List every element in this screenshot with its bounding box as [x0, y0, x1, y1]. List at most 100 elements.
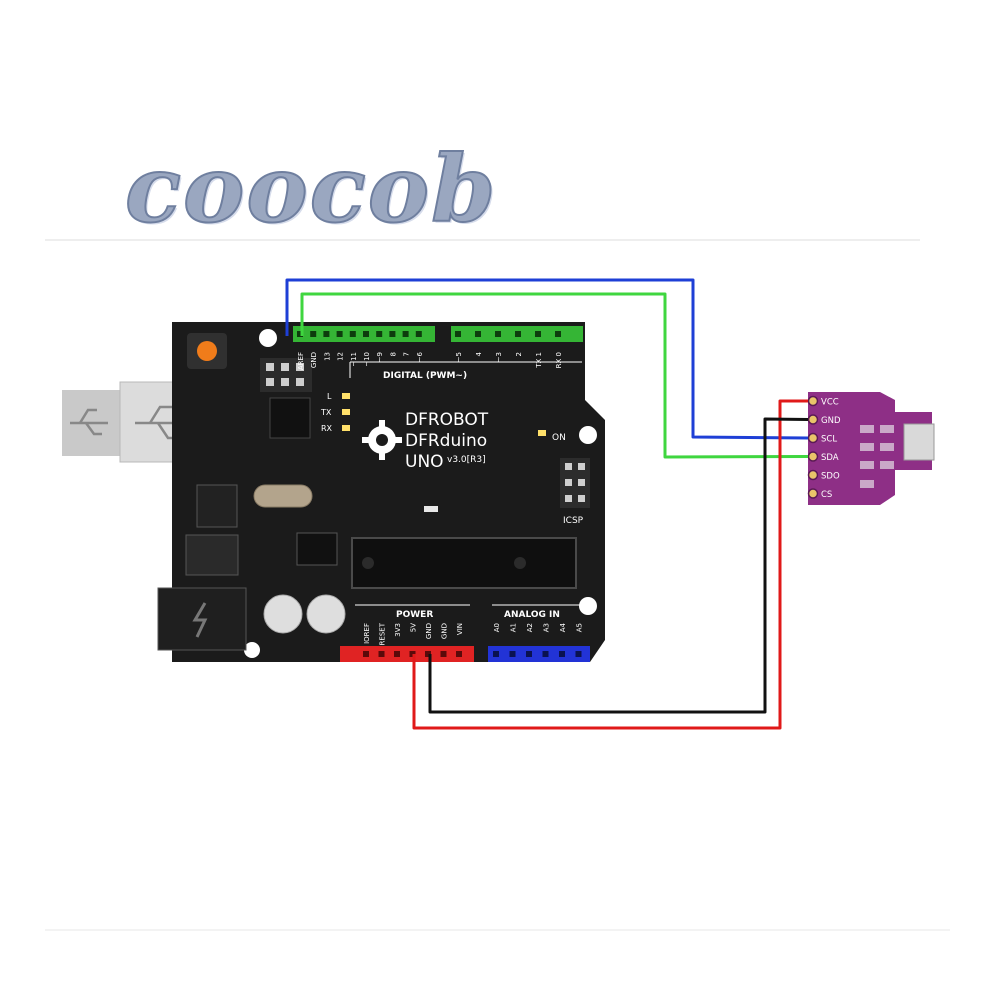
digital-pin	[349, 331, 356, 337]
digital-pin	[455, 331, 461, 337]
power-pin	[425, 651, 431, 657]
analog-pin-label: A1	[510, 623, 518, 632]
arduino-board	[157, 322, 605, 662]
digital-pin-label: ~6	[416, 351, 424, 362]
sensor-pin	[807, 469, 819, 481]
power-pin	[363, 651, 369, 657]
analog-pin-label: A4	[559, 622, 567, 632]
sensor-pin-label: SCL	[821, 435, 837, 445]
digital-pin-label: 4	[475, 351, 483, 356]
regulator	[185, 534, 239, 576]
digital-pin-label: 2	[515, 352, 523, 356]
analog-pin	[542, 651, 549, 657]
digital-pin-label: ~5	[455, 352, 463, 362]
mounting-hole	[579, 426, 597, 444]
sensor-pin	[807, 488, 819, 499]
digital-pin	[336, 331, 343, 337]
board-version: v3.0[R3]	[447, 455, 486, 465]
digital-pin	[402, 331, 409, 337]
capacitor	[306, 594, 346, 634]
digital-pin	[415, 331, 422, 337]
led-label-tx: TX	[320, 408, 332, 417]
icsp-label: ICSP	[563, 516, 584, 526]
digital-pin-label: GND	[310, 352, 318, 368]
board-brand: DFROBOT	[405, 410, 489, 430]
power-pin-label: RESET	[379, 622, 387, 645]
sensor-pin-label: CS	[821, 490, 832, 500]
digital-header-title: DIGITAL (PWM~)	[383, 371, 467, 381]
digital-pin-label: ~10	[363, 352, 371, 367]
sensor-pin-label: SDO	[821, 472, 840, 482]
board-model-uno: UNO	[405, 452, 444, 472]
digital-pin	[323, 331, 330, 337]
analog-pin-label: A0	[493, 623, 501, 632]
dfrobot-gear-icon	[362, 420, 402, 460]
sensor-pin	[807, 395, 819, 407]
led-label-rx: RX	[321, 424, 333, 433]
digital-pin-label: 13	[323, 352, 331, 361]
bme280-sensor-module: VCC GND SCL SDA SDO CS	[807, 392, 935, 505]
watermark-logo: coocob	[124, 134, 498, 244]
power-pin-label: VIN	[456, 623, 464, 635]
digital-pin-label: AREF	[297, 352, 305, 370]
digital-pin	[535, 331, 541, 337]
crystal	[253, 484, 313, 508]
power-pin	[394, 651, 400, 657]
lightning-icon	[192, 602, 208, 638]
analog-pin	[493, 651, 499, 657]
power-pin-label: 5V	[410, 623, 418, 632]
wires	[285, 278, 809, 730]
analog-pin	[575, 651, 582, 657]
digital-pin	[475, 331, 481, 337]
mounting-hole	[259, 329, 277, 347]
mounting-hole	[579, 597, 597, 615]
wire-vcc	[412, 399, 808, 730]
digital-pin-label: 8	[389, 352, 397, 356]
digital-pin-label: 7	[403, 352, 411, 356]
digital-pin	[310, 331, 317, 337]
wire-scl	[285, 278, 809, 440]
digital-pin	[376, 331, 383, 337]
analog-pin	[526, 651, 532, 657]
power-pin-label: GND	[441, 623, 449, 639]
digital-pin	[515, 331, 521, 337]
digital-pin-label: RX 0	[555, 352, 563, 368]
capacitor	[263, 594, 303, 634]
digital-pin-label: ~11	[350, 352, 358, 367]
digital-pin-label: 12	[337, 352, 345, 361]
digital-pin-label: ~9	[376, 352, 384, 362]
digital-pin	[389, 331, 396, 337]
usb-chip	[269, 397, 311, 439]
digital-pin	[495, 331, 501, 337]
board-model: DFRduino	[405, 431, 487, 451]
ic-8pin	[296, 532, 338, 566]
digital-pin	[363, 331, 369, 337]
on-led-label: ON	[552, 433, 566, 443]
digital-pin	[297, 331, 303, 337]
sensor-pin-label: SDA	[821, 453, 839, 463]
analog-pin-label: A5	[576, 623, 584, 632]
power-header	[340, 646, 474, 662]
digital-pin-label: TX 1	[535, 352, 543, 369]
sensor-pin-label: GND	[821, 416, 841, 426]
icsp-header-top	[260, 358, 312, 392]
mcu-chip	[351, 537, 577, 589]
sensor-pins: VCC GND SCL SDA SDO CS	[807, 395, 841, 500]
sensor-pin-label: VCC	[821, 398, 839, 408]
analog-header	[488, 646, 590, 662]
power-pin-label: GND	[425, 623, 433, 639]
digital-pin	[555, 331, 561, 337]
analog-pin	[509, 651, 516, 657]
regulator	[196, 484, 238, 528]
sensor-pin	[807, 414, 819, 425]
digital-pin-labels: AREF GND 13 12 ~11 ~10 ~9 8 7 ~6 ~5 4 ~3 2 TX 1 RX 0	[297, 351, 563, 370]
wire-sda	[300, 292, 809, 459]
sensor-pin	[807, 432, 819, 444]
digital-pin-label: ~3	[495, 352, 503, 362]
analog-header-title: ANALOG IN	[504, 610, 560, 620]
digital-header	[293, 326, 583, 342]
